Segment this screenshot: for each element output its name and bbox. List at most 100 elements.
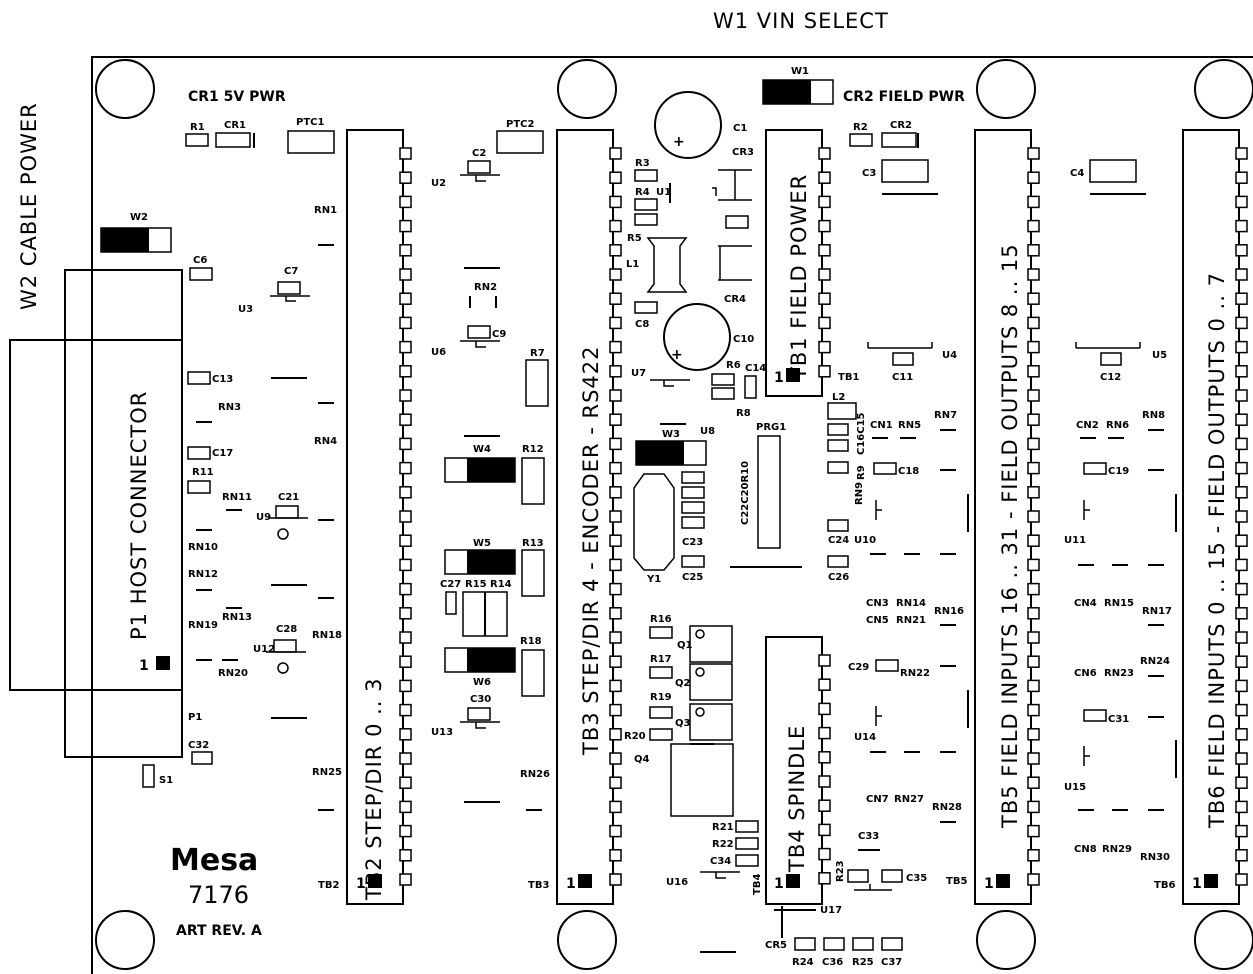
l2-label: L2 bbox=[832, 392, 845, 403]
tb1-pin bbox=[818, 292, 831, 305]
tb5-pin bbox=[1027, 873, 1040, 886]
tb5-pin bbox=[1027, 703, 1040, 717]
c29-label: C29 bbox=[848, 662, 869, 673]
r2-footprint bbox=[849, 133, 873, 147]
c36-label: C36 bbox=[822, 957, 843, 968]
r3-footprint bbox=[634, 169, 658, 182]
c30-footprint bbox=[467, 707, 491, 721]
c18-footprint bbox=[873, 462, 897, 475]
rn21-label: RN21 bbox=[896, 615, 926, 626]
tb3-pin1-label: 1 bbox=[566, 876, 576, 892]
tb2-pin bbox=[399, 728, 412, 741]
tb6-pin bbox=[1235, 147, 1248, 160]
tb6-label: TB6 FIELD INPUTS 0 .. 15 - FIELD OUTPUTS… bbox=[1205, 272, 1229, 829]
tb6-pin bbox=[1235, 340, 1248, 354]
tb2-pin bbox=[399, 195, 412, 209]
cap-b bbox=[681, 486, 705, 499]
ptc2-label: PTC2 bbox=[506, 119, 534, 130]
tb1-outline bbox=[765, 129, 823, 397]
tb6-pin bbox=[1235, 316, 1248, 330]
tb6-pin bbox=[1235, 268, 1248, 281]
c27-footprint bbox=[445, 591, 457, 615]
tb5-pin bbox=[1027, 800, 1040, 814]
tb3-pin bbox=[609, 703, 622, 717]
q4-footprint bbox=[670, 743, 734, 817]
c16-c15-label: C16C15 bbox=[856, 412, 867, 455]
tb4-pin bbox=[818, 654, 831, 667]
u16-label: U16 bbox=[666, 877, 688, 888]
tb3-pin bbox=[609, 776, 622, 789]
model-number: 7176 bbox=[188, 881, 249, 909]
r1-label: R1 bbox=[190, 122, 205, 133]
q1-footprint bbox=[689, 625, 733, 663]
tb2-pin bbox=[399, 607, 412, 620]
w2-label: W2 bbox=[130, 212, 148, 223]
tb6-pin bbox=[1235, 171, 1248, 184]
mounting-hole bbox=[976, 910, 1036, 970]
tb5-pin bbox=[1027, 631, 1040, 644]
tb3-ref: TB3 bbox=[528, 880, 549, 891]
tb3-pin bbox=[609, 582, 622, 596]
r7-label: R7 bbox=[530, 348, 545, 359]
u12-pin1-dot bbox=[277, 662, 289, 674]
tb6-pin bbox=[1235, 413, 1248, 426]
tb1-pin bbox=[818, 244, 831, 257]
tb2-pin bbox=[399, 534, 412, 547]
r24-footprint bbox=[794, 937, 816, 951]
c28-footprint bbox=[273, 639, 297, 653]
rn7-label: RN7 bbox=[934, 410, 957, 421]
cr3-label: CR3 bbox=[732, 147, 754, 158]
cap-d bbox=[681, 516, 705, 529]
r13-label: R13 bbox=[522, 538, 544, 549]
tb1-pin bbox=[818, 195, 831, 209]
u9-label: U9 bbox=[256, 512, 271, 523]
u15-outline bbox=[1083, 746, 1090, 766]
c34-label: C34 bbox=[710, 856, 731, 867]
tb5-pin bbox=[1027, 340, 1040, 354]
r25-footprint bbox=[852, 937, 874, 951]
tb3-pin bbox=[609, 244, 622, 257]
r12-footprint bbox=[521, 457, 545, 505]
tb3-label: TB3 STEP/DIR 4 - ENCODER - RS422 bbox=[579, 346, 603, 757]
cn5-label: CN5 bbox=[866, 615, 889, 626]
c33-label: C33 bbox=[858, 831, 879, 842]
c31-footprint bbox=[1083, 709, 1107, 722]
tb6-pin bbox=[1235, 558, 1248, 572]
r9-footprint bbox=[827, 461, 849, 474]
c24-footprint bbox=[827, 519, 849, 532]
mounting-hole bbox=[1194, 910, 1253, 970]
tb5-pin bbox=[1027, 461, 1040, 475]
tb3-pin bbox=[609, 437, 622, 451]
r23-footprint bbox=[847, 869, 869, 883]
c14-label: C14 bbox=[745, 363, 766, 374]
mounting-holes bbox=[95, 59, 1253, 970]
r21-label: R21 bbox=[712, 822, 734, 833]
rn14-label: RN14 bbox=[896, 598, 926, 609]
s1-label: S1 bbox=[159, 775, 173, 786]
r14-label: R14 bbox=[490, 579, 512, 590]
mid-left-parts: C2 U2 PTC2 RN2 C9 U6 R7 W4 R12 W5 R13 C2… bbox=[431, 119, 550, 811]
q3-footprint bbox=[689, 703, 733, 741]
tb3-pin bbox=[609, 752, 622, 765]
cr2-field-pwr-label: CR2 FIELD PWR bbox=[843, 89, 965, 105]
tb6-pin bbox=[1235, 534, 1248, 547]
cr1-footprint bbox=[215, 132, 251, 148]
c29-footprint bbox=[875, 659, 899, 672]
p1-shell bbox=[9, 339, 183, 691]
tb3-pin bbox=[609, 800, 622, 814]
w2-cable-power-label: W2 CABLE POWER bbox=[17, 102, 41, 310]
tb3-pin bbox=[609, 655, 622, 668]
c21-footprint bbox=[275, 505, 299, 519]
tb4-pin bbox=[818, 847, 831, 861]
tb3-pin bbox=[609, 679, 622, 693]
q1-label: Q1 bbox=[677, 640, 693, 651]
tb5-pin bbox=[1027, 752, 1040, 765]
tb2-pin bbox=[399, 268, 412, 281]
tb1-pin bbox=[818, 340, 831, 354]
tb3-pin bbox=[609, 171, 622, 184]
prg1-footprint bbox=[757, 435, 781, 549]
tb1-pin bbox=[818, 171, 831, 184]
tb6-pin bbox=[1235, 873, 1248, 886]
y1-label: Y1 bbox=[646, 574, 661, 585]
cn6-label: CN6 bbox=[1074, 668, 1097, 679]
